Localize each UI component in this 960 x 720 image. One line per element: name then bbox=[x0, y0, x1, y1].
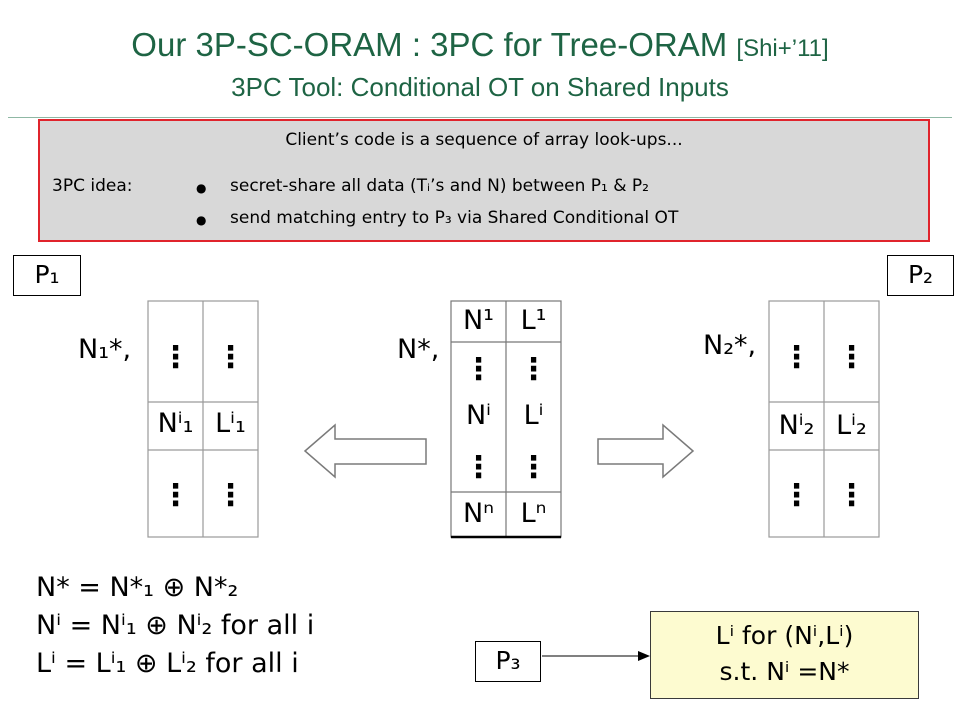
bullet-icon: ● bbox=[196, 213, 207, 227]
ellipsis-icon: ⋮ bbox=[836, 478, 867, 513]
center-cell-l1: L¹ bbox=[520, 305, 547, 336]
slide-title: Our 3P-SC-ORAM : 3PC for Tree-ORAM [Shi+… bbox=[131, 26, 829, 63]
center-cell-li: Lⁱ bbox=[523, 400, 544, 431]
party-p1-box: P₁ bbox=[13, 255, 81, 296]
bullet-icon: ● bbox=[196, 181, 207, 195]
ellipsis-icon: ⋮ bbox=[518, 352, 549, 387]
equation-nstar: N* = N*₁ ⊕ N*₂ bbox=[36, 572, 239, 603]
ellipsis-icon: ⋮ bbox=[215, 340, 246, 375]
result-box: Lⁱ for (Nⁱ,Lⁱ) s.t. Nⁱ =N* bbox=[650, 611, 919, 699]
left-share-table bbox=[147, 300, 259, 538]
left-cell-n: Nⁱ₁ bbox=[157, 408, 194, 439]
center-cell-nn: Nⁿ bbox=[463, 498, 494, 529]
ellipsis-icon: ⋮ bbox=[781, 478, 812, 513]
center-cell-ln: Lⁿ bbox=[520, 498, 547, 529]
right-share-table bbox=[768, 300, 880, 538]
result-line-2: s.t. Nⁱ =N* bbox=[719, 657, 850, 686]
center-cell-n1: N¹ bbox=[462, 305, 495, 336]
ellipsis-icon: ⋮ bbox=[836, 340, 867, 375]
idea-bullet-2: send matching entry to P₃ via Shared Con… bbox=[230, 208, 679, 228]
arrow-left-icon bbox=[303, 423, 427, 479]
equation-li: Lⁱ = Lⁱ₁ ⊕ Lⁱ₂ for all i bbox=[36, 648, 299, 679]
n2-star-label: N₂*, bbox=[703, 330, 757, 361]
ellipsis-icon: ⋮ bbox=[463, 450, 494, 485]
party-p2-box: P₂ bbox=[887, 255, 954, 296]
arrow-to-result-icon bbox=[638, 651, 650, 661]
ellipsis-icon: ⋮ bbox=[160, 478, 191, 513]
title-citation: [Shi+’11] bbox=[736, 35, 829, 62]
equations: N* = N*₁ ⊕ N*₂ Nⁱ = Nⁱ₁ ⊕ Nⁱ₂ for all i … bbox=[36, 569, 314, 683]
idea-line: Client’s code is a sequence of array loo… bbox=[285, 130, 683, 150]
left-cell-l: Lⁱ₁ bbox=[215, 408, 246, 439]
ellipsis-icon: ⋮ bbox=[781, 340, 812, 375]
right-cell-l: Lⁱ₂ bbox=[836, 410, 867, 441]
ellipsis-icon: ⋮ bbox=[215, 478, 246, 513]
equation-ni: Nⁱ = Nⁱ₁ ⊕ Nⁱ₂ for all i bbox=[36, 610, 315, 641]
slide-subtitle: 3PC Tool: Conditional OT on Shared Input… bbox=[231, 72, 729, 102]
center-cell-ni: Nⁱ bbox=[465, 400, 492, 431]
ellipsis-icon: ⋮ bbox=[160, 340, 191, 375]
idea-box: Client’s code is a sequence of array loo… bbox=[38, 119, 930, 242]
idea-bullet-1: secret-share all data (Tᵢ’s and N) betwe… bbox=[230, 176, 649, 196]
party-p3-box: P₃ bbox=[475, 641, 541, 682]
ellipsis-icon: ⋮ bbox=[463, 352, 494, 387]
idea-label: 3PC idea: bbox=[52, 176, 133, 196]
result-line-1: Lⁱ for (Nⁱ,Lⁱ) bbox=[715, 621, 854, 650]
arrow-right-icon bbox=[597, 423, 695, 479]
n1-star-label: N₁*, bbox=[78, 334, 132, 365]
right-cell-n: Nⁱ₂ bbox=[778, 410, 815, 441]
nstar-label: N*, bbox=[397, 334, 440, 365]
title-divider bbox=[8, 117, 952, 118]
ellipsis-icon: ⋮ bbox=[518, 450, 549, 485]
